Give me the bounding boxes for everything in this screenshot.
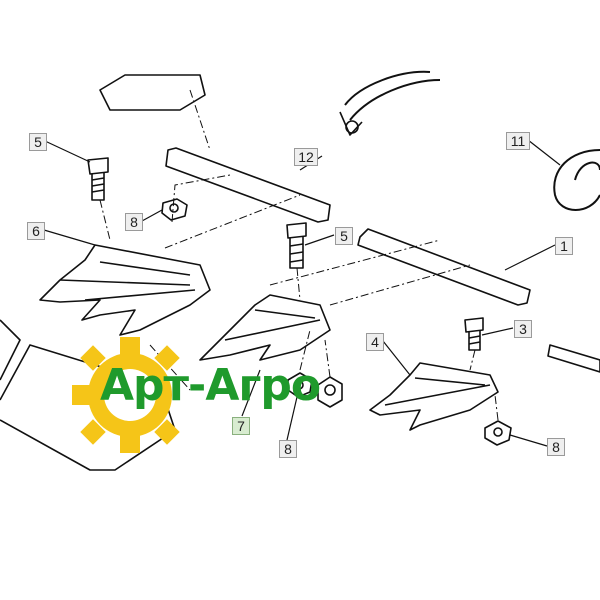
clip-part [553, 149, 600, 211]
bar-part-right [547, 344, 600, 373]
callout-5[interactable]: 5 [335, 227, 353, 245]
bolt-5b [286, 222, 307, 269]
guard-part-7 [199, 294, 331, 361]
nut-8d [484, 420, 512, 446]
guard-part-4 [369, 362, 499, 431]
callout-8[interactable]: 8 [125, 213, 143, 231]
callout-6[interactable]: 6 [27, 222, 45, 240]
callout-3[interactable]: 3 [514, 320, 532, 338]
bolt-5a [87, 157, 109, 201]
callout-11[interactable]: 11 [506, 132, 530, 150]
callout-7[interactable]: 7 [232, 417, 250, 435]
bar-part-1 [357, 228, 531, 306]
callout-12[interactable]: 12 [294, 148, 318, 166]
nut-8b [287, 372, 313, 398]
logo-text: Арт-Агро [100, 360, 321, 411]
callout-5[interactable]: 5 [29, 133, 47, 151]
logo-gear-icon [72, 337, 180, 453]
spring-part [339, 70, 441, 136]
callout-1[interactable]: 1 [555, 237, 573, 255]
callout-4[interactable]: 4 [366, 333, 384, 351]
assembly-lines [99, 89, 499, 421]
bolt-3 [464, 317, 484, 351]
callout-8[interactable]: 8 [279, 440, 297, 458]
nut-8c [317, 376, 343, 408]
bar-part-12 [165, 147, 331, 223]
guard-part-6 [39, 244, 211, 336]
nut-8a [161, 198, 188, 221]
callout-8[interactable]: 8 [547, 438, 565, 456]
blade-part-top [99, 74, 206, 111]
